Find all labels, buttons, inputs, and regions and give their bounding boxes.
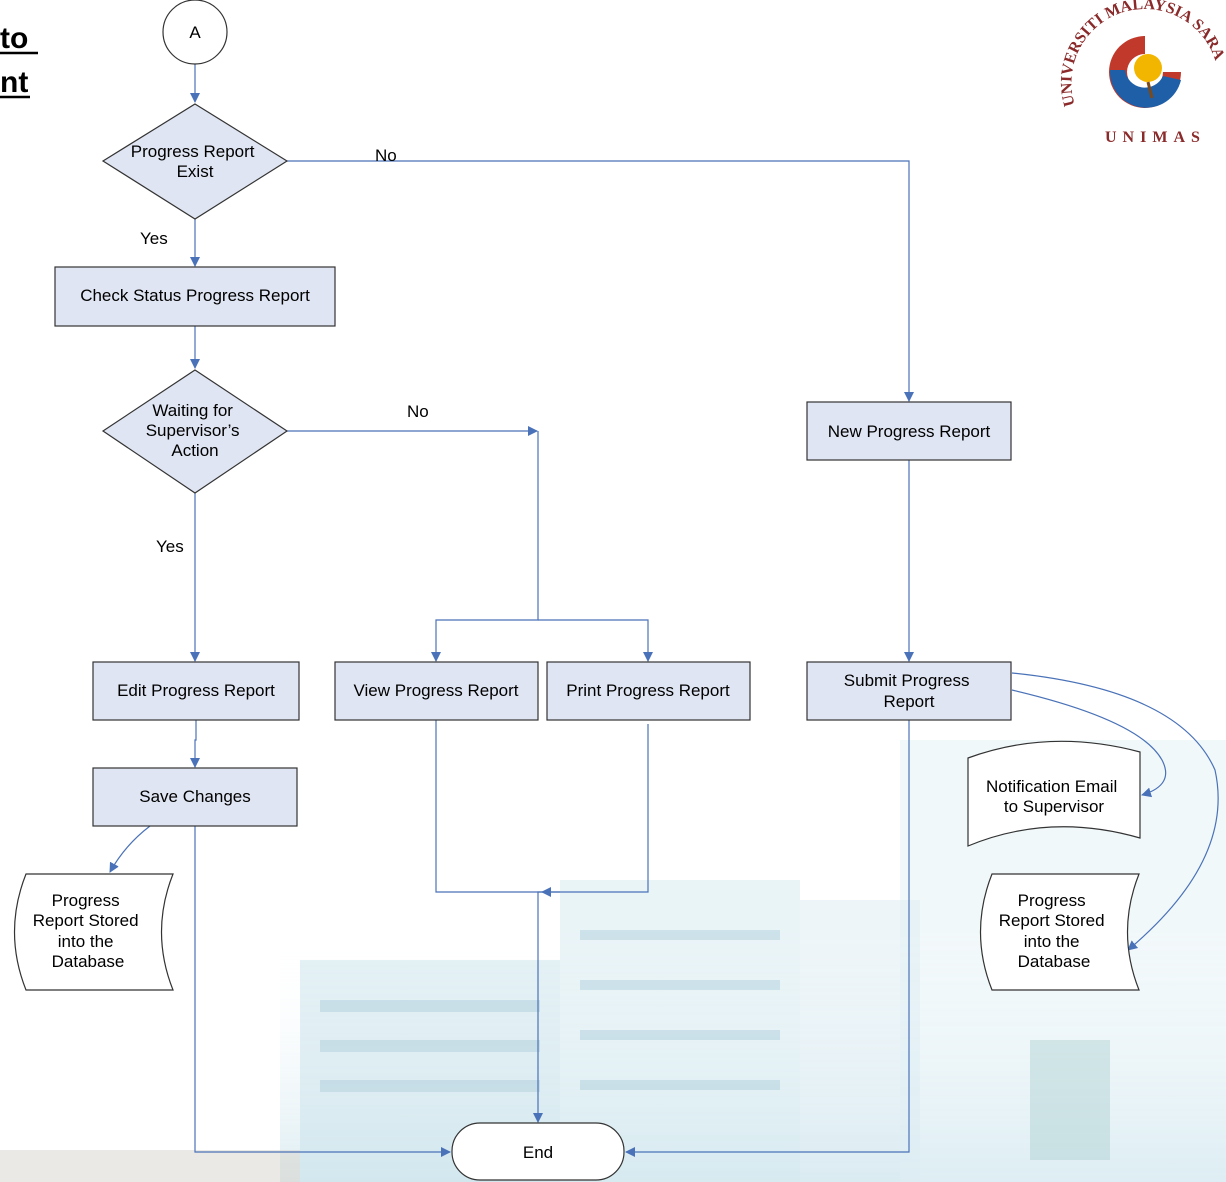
submit-report-line-2: Report — [883, 692, 934, 711]
decision-progress-report-exist: Progress Report Exist — [101, 103, 289, 220]
process-new-report: New Progress Report — [806, 401, 1012, 461]
notification-email-line-2: to Supervisor — [1004, 797, 1104, 816]
document-notification-email: Notification Email to Supervisor — [967, 740, 1141, 847]
edge-label-exist-yes: Yes — [140, 229, 168, 248]
edge-label-exist-no: No — [375, 146, 397, 165]
datastore-left-database: Progress Report Stored into the Database — [13, 873, 174, 991]
edge-submit-to-email — [1011, 689, 1167, 798]
edge-label-waiting-no: No — [407, 402, 429, 421]
process-save-changes: Save Changes — [92, 767, 298, 827]
edge-view-print-merge — [435, 720, 649, 893]
svg-text:Progress Report Exist: Progress Report Exist — [131, 142, 260, 181]
edge-save-to-db — [109, 825, 151, 873]
db-right-line-1: Progress — [1018, 891, 1086, 910]
start-connector-a: A — [162, 0, 228, 65]
edge-save-to-end — [194, 826, 451, 1157]
decision-waiting-line-1: Waiting for — [152, 401, 233, 420]
process-view-report: View Progress Report — [334, 661, 539, 721]
svg-text:Waiting for Supervisor’s: Waiting for Supervisor’s Action — [146, 401, 245, 460]
svg-text:Notification Email to Su: Notification Email to Supervisor — [986, 777, 1122, 816]
process-edit-report: Edit Progress Report — [92, 661, 300, 721]
edge-submit-to-db — [1011, 672, 1219, 951]
db-left-line-1: Progress — [52, 891, 120, 910]
check-status-label: Check Status Progress Report — [80, 286, 310, 305]
slide-title: to nt — [0, 22, 38, 99]
edge-exist-no — [287, 160, 914, 402]
title-line-1: to — [0, 22, 28, 55]
decision-exist-line-1: Progress Report — [131, 142, 255, 161]
edge-label-waiting-yes: Yes — [156, 537, 184, 556]
logo-bottom-text: UNIMAS — [1105, 129, 1206, 146]
edge-edit-to-save — [190, 720, 200, 768]
db-left-line-2: Report Stored — [33, 911, 139, 930]
process-check-status: Check Status Progress Report — [54, 266, 336, 327]
title-line-2: nt — [0, 66, 28, 99]
decision-waiting-supervisor: Waiting for Supervisor’s Action — [101, 369, 289, 494]
decision-exist-line-2: Exist — [177, 162, 214, 181]
decision-waiting-line-3: Action — [171, 441, 218, 460]
process-submit-report: Submit Progress Report — [806, 661, 1012, 721]
svg-text:Progress Report Stored: Progress Report Stored into the Database — [999, 891, 1110, 971]
datastore-right-database: Progress Report Stored into the Database — [979, 873, 1140, 991]
edge-merge-to-end — [533, 891, 543, 1123]
edit-report-label: Edit Progress Report — [117, 681, 275, 700]
start-label: A — [189, 23, 201, 42]
db-right-line-3: into the — [1024, 932, 1080, 951]
save-changes-label: Save Changes — [139, 787, 251, 806]
submit-report-line-1: Submit Progress — [844, 671, 970, 690]
view-report-label: View Progress Report — [353, 681, 518, 700]
print-report-label: Print Progress Report — [566, 681, 730, 700]
db-right-line-4: Database — [1018, 952, 1091, 971]
svg-text:Submit Progress Report: Submit Progress Report — [844, 671, 974, 711]
notification-email-line-1: Notification Email — [986, 777, 1117, 796]
connectors — [109, 62, 1219, 1157]
edge-split-print — [538, 619, 653, 662]
process-print-report: Print Progress Report — [546, 661, 751, 721]
db-right-line-2: Report Stored — [999, 911, 1105, 930]
terminator-end: End — [451, 1122, 625, 1181]
new-report-label: New Progress Report — [828, 422, 991, 441]
decision-waiting-line-2: Supervisor’s — [146, 421, 240, 440]
end-label: End — [523, 1143, 553, 1162]
db-left-line-4: Database — [52, 952, 125, 971]
db-left-line-3: into the — [58, 932, 114, 951]
svg-text:Progress Report Stored: Progress Report Stored into the Database — [33, 891, 144, 971]
edge-submit-to-end — [625, 720, 910, 1157]
edge-split-trunk — [431, 431, 539, 662]
